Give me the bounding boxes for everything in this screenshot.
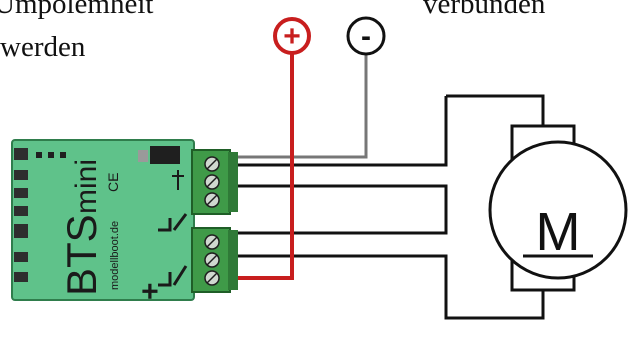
component-dot	[48, 152, 54, 158]
negative-terminal-symbol: -	[361, 20, 371, 53]
bts-mini-module: BTS mini modellboot.de CE +	[11, 139, 238, 301]
edge-pad	[14, 224, 28, 238]
caption-right: verbunden	[423, 0, 546, 20]
caption-line-2: werden	[0, 31, 86, 63]
component-dot	[36, 152, 42, 158]
positive-terminal-symbol: +	[283, 20, 301, 53]
edge-pad	[14, 272, 28, 282]
module-plus-mark: +	[134, 282, 167, 300]
positive-wire	[228, 52, 294, 280]
motor-frame-outline	[228, 94, 545, 320]
edge-pad	[14, 206, 28, 216]
module-website: modellboot.de	[109, 221, 121, 290]
edge-pad	[14, 252, 28, 262]
module-name-bts: BTS	[58, 214, 105, 296]
component-block	[138, 150, 148, 162]
silkscreen-mark	[158, 213, 188, 232]
component-dot	[60, 152, 66, 158]
silkscreen-mark	[172, 170, 184, 190]
silkscreen-mark	[158, 265, 188, 287]
component-block	[150, 146, 180, 164]
motor-label: M	[536, 202, 581, 262]
module-name-mini: mini	[70, 159, 103, 214]
edge-pad	[14, 148, 28, 160]
screw-terminal-bottom	[191, 227, 238, 293]
positive-terminal-circle	[273, 17, 311, 55]
screw-terminal-top	[191, 149, 238, 215]
module-ce-mark: CE	[105, 173, 121, 192]
edge-pad	[14, 188, 28, 198]
caption-line-1: Umpolemheit	[0, 0, 154, 20]
edge-pad	[14, 170, 28, 180]
module-body	[11, 139, 195, 301]
negative-terminal-circle	[346, 16, 386, 56]
motor-body	[488, 140, 628, 280]
negative-wire	[228, 54, 368, 159]
